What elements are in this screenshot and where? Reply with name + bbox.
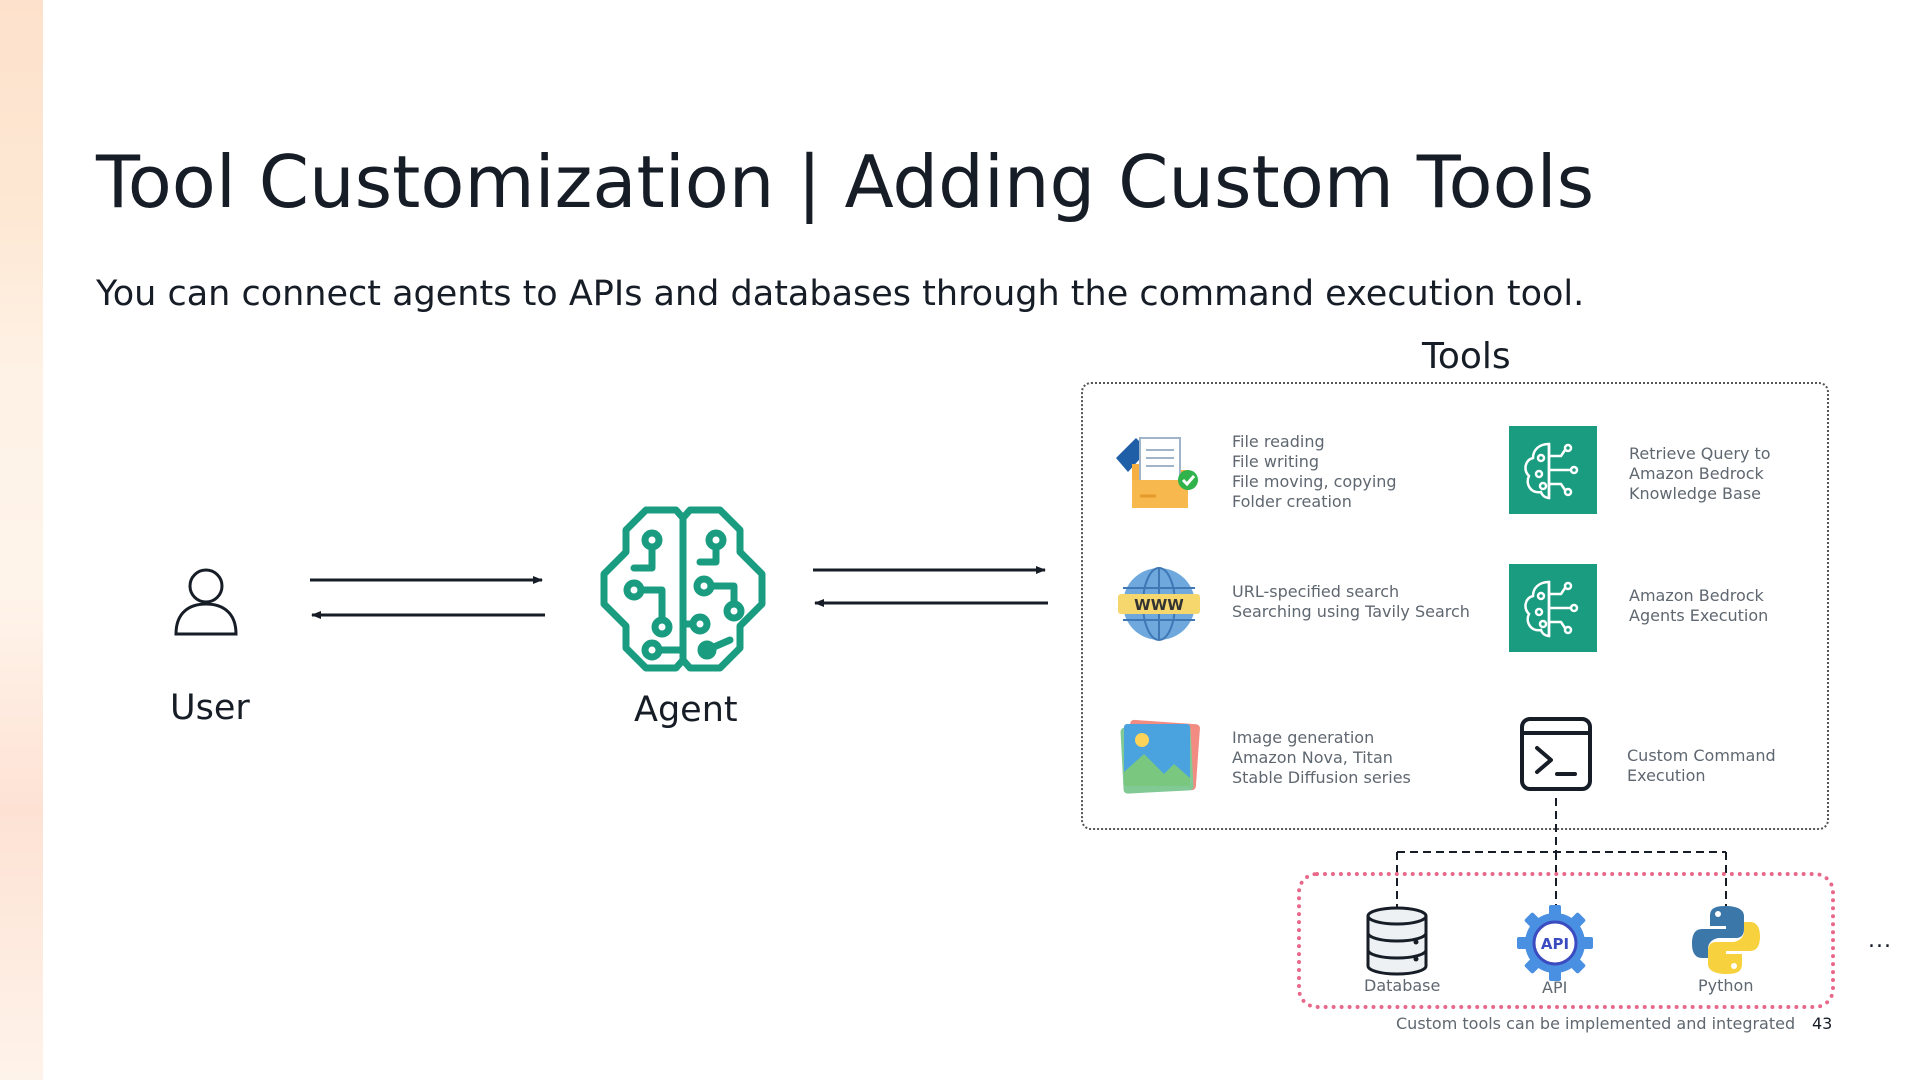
tool-web-search-text: URL-specified search Searching using Tav… xyxy=(1232,582,1470,621)
database-label: Database xyxy=(1364,976,1441,995)
slide-subtitle: You can connect agents to APIs and datab… xyxy=(96,274,1585,314)
tool-bedrock-agents-text: Amazon Bedrock Agents Execution xyxy=(1629,586,1769,625)
tools-title: Tools xyxy=(1422,336,1511,377)
python-label: Python xyxy=(1698,976,1754,995)
tool-knowledge-base-text: Retrieve Query to Amazon Bedrock Knowled… xyxy=(1629,444,1771,503)
api-label: API xyxy=(1542,978,1568,997)
www-globe-icon: WWW xyxy=(1118,567,1200,641)
page-number: 43 xyxy=(1812,1014,1833,1033)
svg-text:API: API xyxy=(1541,935,1569,953)
agent-label: Agent xyxy=(634,690,738,730)
decorative-side-strip xyxy=(0,0,43,1080)
tool-image-generation-text: Image generation Amazon Nova, Titan Stab… xyxy=(1232,728,1411,787)
custom-tools-container xyxy=(1297,872,1835,1009)
bedrock-brain-icon xyxy=(1509,426,1597,514)
custom-tools-caption: Custom tools can be implemented and inte… xyxy=(1396,1014,1796,1033)
tools-container xyxy=(1081,382,1829,830)
bedrock-brain-icon xyxy=(1509,564,1597,652)
slide-title: Tool Customization | Adding Custom Tools xyxy=(96,140,1595,224)
api-gear-icon: API xyxy=(1517,905,1593,981)
user-icon xyxy=(174,568,238,636)
folder-file-icon xyxy=(1116,437,1198,508)
tool-file-operations-text: File reading File writing File moving, c… xyxy=(1232,432,1397,511)
terminal-icon xyxy=(1520,717,1592,791)
custom-tools-connector xyxy=(1396,798,1727,908)
agent-brain-icon xyxy=(600,506,766,672)
svg-text:WWW: WWW xyxy=(1134,596,1184,614)
python-icon xyxy=(1692,906,1760,974)
database-icon xyxy=(1366,906,1428,976)
tool-command-execution-text: Custom Command Execution xyxy=(1627,746,1776,785)
more-indicator: ... xyxy=(1868,928,1892,953)
user-label: User xyxy=(170,688,250,728)
image-gallery-icon xyxy=(1120,719,1200,794)
